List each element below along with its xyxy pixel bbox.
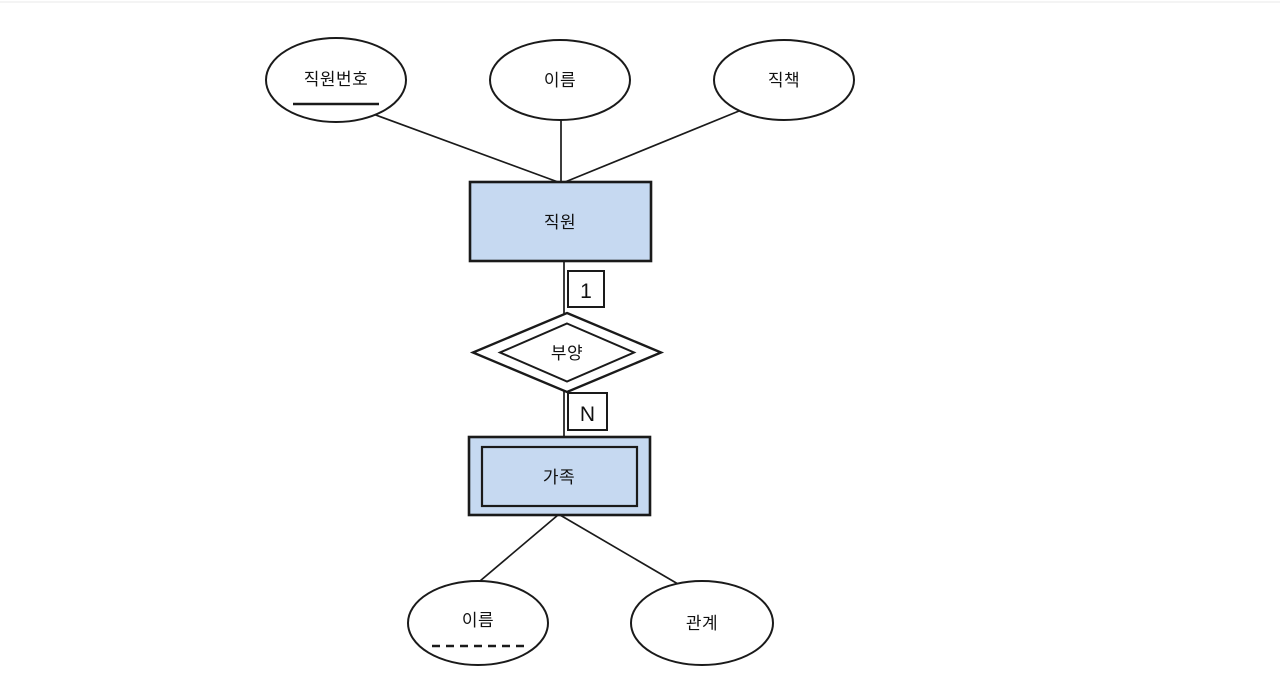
cardinality-n-label: N [580,403,595,426]
entity-family-inner-rect [480,445,639,508]
attribute-family-name: 이름 [407,580,549,666]
cardinality-n: N [567,392,608,431]
entity-family: 가족 [467,435,652,517]
attribute-employee-id-ellipse [265,37,407,123]
cardinality-one-label: 1 [580,280,592,303]
cardinality-n-box [567,392,608,431]
attribute-family-relation-ellipse [630,580,774,666]
attribute-employee-id: 직원번호 [265,37,407,123]
connector-family-relation [559,514,679,585]
attribute-family-name-label: 이름 [462,611,494,630]
relationship-support: 부양 [469,311,665,394]
connector-title-employee [564,110,740,183]
attribute-employee-title-ellipse [713,39,855,121]
attribute-family-relation-label: 관계 [686,614,718,633]
relationship-support-inner-diamond [497,322,637,383]
attribute-employee-title-label: 직책 [768,71,800,90]
connector-employeeid-employee [372,113,559,183]
attribute-employee-title: 직책 [713,39,855,121]
attribute-employee-name-ellipse [489,39,631,121]
cardinality-one: 1 [567,270,605,308]
entity-employee: 직원 [468,180,653,263]
entity-employee-rect [468,180,653,263]
attribute-employee-name: 이름 [489,39,631,121]
attribute-family-name-ellipse [407,580,549,666]
relationship-support-label: 부양 [551,344,583,363]
cardinality-one-box [567,270,605,308]
attribute-employee-id-label: 직원번호 [304,70,369,89]
entity-employee-label: 직원 [544,213,576,232]
entity-family-label: 가족 [543,468,575,487]
connector-family-name [479,514,559,582]
attribute-employee-name-label: 이름 [544,71,576,90]
attribute-family-relation: 관계 [630,580,774,666]
